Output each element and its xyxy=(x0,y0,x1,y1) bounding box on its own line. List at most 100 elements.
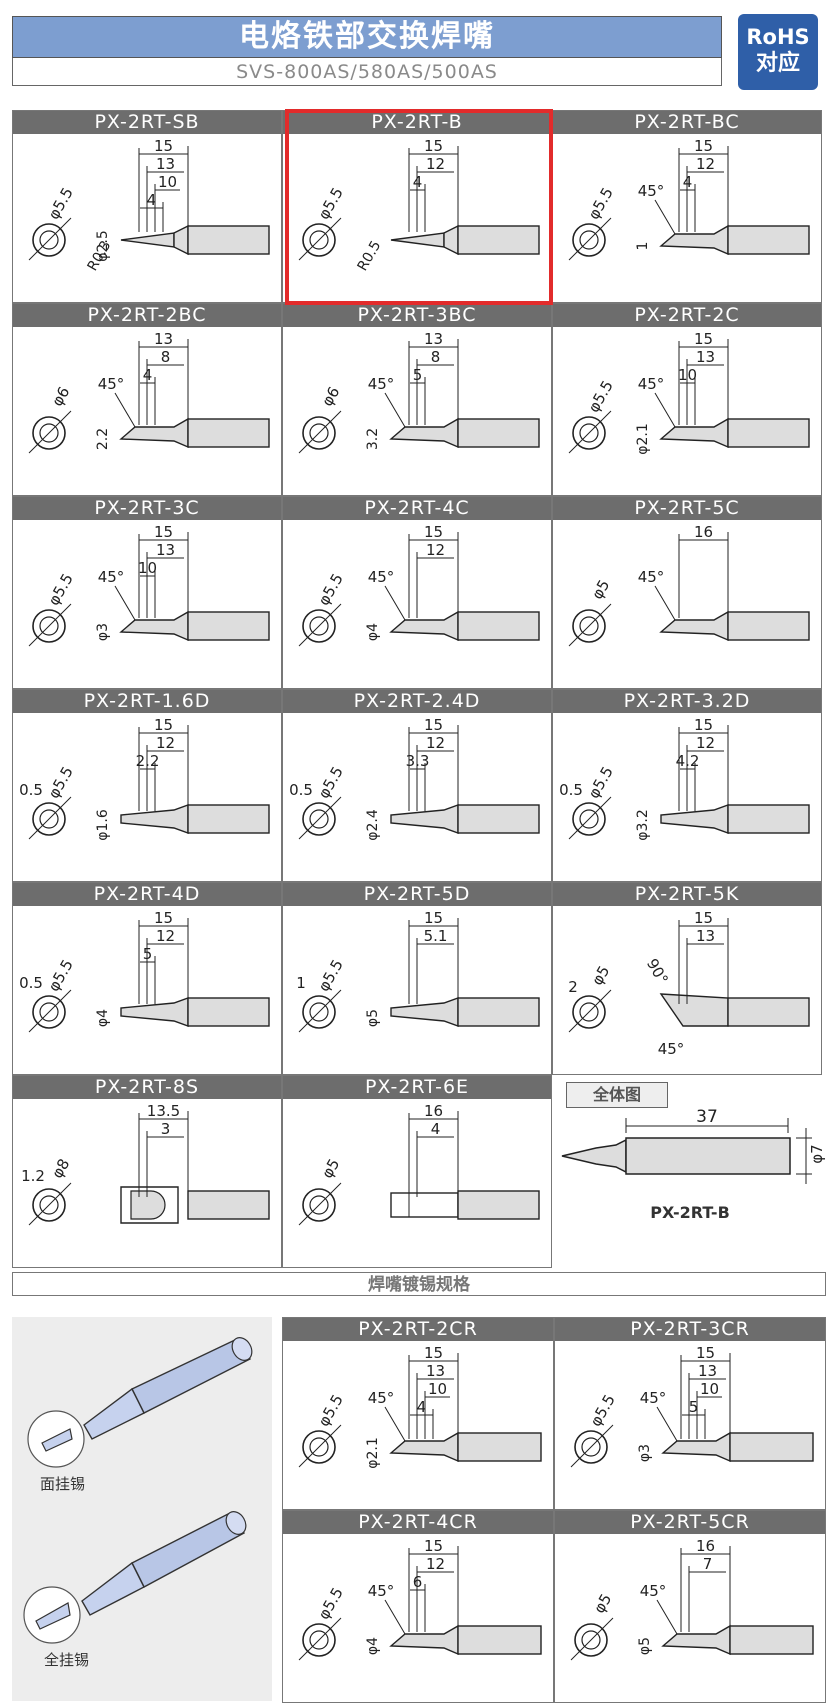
tip-body-shape xyxy=(457,418,540,448)
angle-label: 45° xyxy=(658,1040,685,1058)
diameter-label: φ5 xyxy=(590,1591,615,1617)
angle-line xyxy=(384,1599,406,1635)
tip-model-name: PX-2RT-BC xyxy=(553,111,821,134)
tip-size-label: φ3 xyxy=(95,623,111,641)
dimension-label: 6 xyxy=(413,1573,423,1591)
diameter-label: φ5.5 xyxy=(586,1391,618,1429)
tip-model-name: PX-2RT-1.6D xyxy=(13,690,281,713)
dimension-label: 13 xyxy=(696,927,715,945)
diameter-label: φ6 xyxy=(48,384,73,410)
tip-size-label: φ2.5 xyxy=(95,230,111,262)
tip-model-name: PX-2RT-4D xyxy=(13,883,281,906)
tip-model-name: PX-2RT-3C xyxy=(13,497,281,520)
tip-bevel-shape xyxy=(389,610,459,642)
angle-label: 45° xyxy=(640,1582,667,1600)
diameter-label: φ5.5 xyxy=(584,184,616,222)
tip-taper-shape xyxy=(173,224,189,256)
tinning-illustration-panel: 面挂锡 全挂锡 xyxy=(12,1317,272,1701)
dimension-label: 15 xyxy=(154,137,173,155)
tip-size-label: φ5 xyxy=(365,1009,381,1027)
dimension-label: 3.3 xyxy=(406,752,430,770)
tip-size-label: φ4 xyxy=(365,1637,381,1655)
dimension-label: 10 xyxy=(700,1380,719,1398)
tip-body-shape xyxy=(727,225,810,255)
tip-bevel-shape xyxy=(659,610,729,642)
rohs-badge-line2: 对应 xyxy=(755,51,800,76)
angle-line xyxy=(656,1406,678,1442)
dimension-label: 15 xyxy=(694,137,713,155)
face-tinned-tip-drawing xyxy=(27,1337,253,1468)
section-title-tinning: 焊嘴镀锡规格 xyxy=(12,1272,826,1296)
tip-size-label: φ2.1 xyxy=(635,423,651,455)
tip-body-shape xyxy=(187,997,270,1027)
tip-size-label: φ3 xyxy=(637,1444,653,1462)
angle-line xyxy=(654,585,676,621)
angle-line xyxy=(656,1599,678,1635)
dimension-label: 5 xyxy=(413,366,423,384)
dimension-label: 15 xyxy=(424,716,443,734)
dimension-label: 15 xyxy=(154,909,173,927)
angle-line xyxy=(114,585,136,621)
dimension-label: 10 xyxy=(678,366,697,384)
overview-drawing: 37 φ7 xyxy=(561,1108,826,1184)
diameter-label: φ5.5 xyxy=(44,956,76,994)
diameter-label: φ5.5 xyxy=(314,1584,346,1622)
tip-body-shape xyxy=(187,1190,270,1220)
dimension-label: 15 xyxy=(696,1344,715,1362)
dimension-label: 12 xyxy=(426,541,445,559)
tip-size-label: φ2.4 xyxy=(365,809,381,841)
tip-body-shape xyxy=(187,418,270,448)
angle-line xyxy=(654,392,676,428)
dimension-label: 4.2 xyxy=(676,752,700,770)
tip-model-name: PX-2RT-SB xyxy=(13,111,281,134)
dimension-label: 13 xyxy=(156,155,175,173)
angle-line xyxy=(384,585,406,621)
overview-tip-shape xyxy=(561,1138,627,1174)
angle-label: 45° xyxy=(368,1582,395,1600)
dimension-label: 16 xyxy=(694,523,713,541)
dimension-label: 4 xyxy=(147,191,157,209)
angle-line xyxy=(114,392,136,428)
angle-label: 45° xyxy=(98,568,125,586)
dimension-label: 12 xyxy=(426,155,445,173)
tip-knife-shape xyxy=(659,993,729,1027)
tip-drawing: φ81.213.53 xyxy=(21,1102,270,1226)
angle-label: 45° xyxy=(638,568,665,586)
diameter-label: φ5.5 xyxy=(314,956,346,994)
dimension-label: 10 xyxy=(158,173,177,191)
rohs-badge-line1: RoHS xyxy=(746,25,810,49)
tip-model-name: PX-2RT-6E xyxy=(283,1076,551,1099)
dimension-label: 12 xyxy=(156,927,175,945)
dimension-label: 15 xyxy=(154,716,173,734)
dimension-label: 13 xyxy=(426,1362,445,1380)
tip-body-shape xyxy=(457,611,540,641)
tip-size-label: φ2.1 xyxy=(365,1437,381,1469)
angle-label: 45° xyxy=(98,375,125,393)
tip-model-name: PX-2RT-2.4D xyxy=(283,690,551,713)
dimension-label: 12 xyxy=(426,734,445,752)
dimension-label: 4 xyxy=(413,173,423,191)
dimension-label: 12 xyxy=(426,1555,445,1573)
diameter-leader-line xyxy=(298,410,342,454)
tip-body-shape xyxy=(727,418,810,448)
dimension-label: 5 xyxy=(689,1398,699,1416)
label-full-tinning: 全挂锡 xyxy=(44,1651,90,1669)
dimension-label: 8 xyxy=(431,348,441,366)
tip-model-name: PX-2RT-5D xyxy=(283,883,551,906)
